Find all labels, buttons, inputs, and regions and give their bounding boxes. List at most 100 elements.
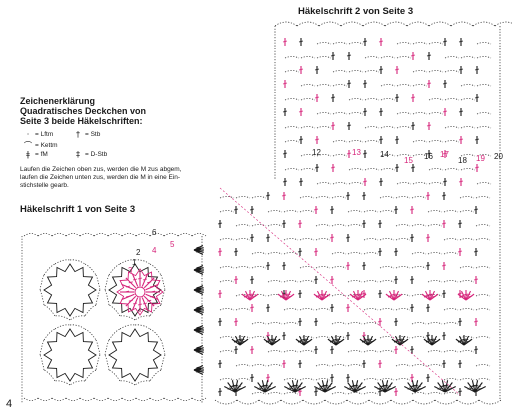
stitch-mark (227, 382, 236, 393)
stitch-mark (196, 267, 201, 270)
stitch-mark (282, 82, 288, 85)
stitch-mark (249, 293, 259, 301)
chain-arc (134, 380, 151, 386)
chain-arc (119, 315, 136, 321)
stitch-mark (137, 277, 143, 280)
chain-arc (315, 266, 331, 269)
stitch-mark (132, 278, 138, 281)
stitch-mark (336, 339, 341, 341)
corner-diagonal (219, 187, 461, 396)
stitch-mark (329, 348, 335, 351)
stitch-mark (457, 340, 463, 343)
chain-arc (267, 392, 283, 395)
chain-arc (475, 266, 491, 269)
chain-arc (331, 294, 347, 297)
stitch-mark (474, 138, 480, 141)
fm-icon: ǂ (26, 150, 30, 159)
stitch-mark (233, 340, 239, 343)
stitch-mark (458, 40, 464, 43)
chain-arc (331, 266, 347, 269)
stitch-mark (369, 340, 375, 343)
chain-arc (302, 399, 326, 405)
chain-arc (396, 112, 412, 115)
stitch-mark (357, 290, 364, 301)
stitch-mark (432, 339, 437, 341)
stitch-mark (264, 384, 269, 387)
chain-arc (315, 378, 331, 381)
chain-arc (363, 210, 379, 213)
stitch-mark (359, 295, 365, 298)
stitch-mark (243, 295, 249, 298)
stitch-mark (196, 249, 201, 252)
stitch-mark (361, 362, 367, 365)
stitch-mark (145, 283, 159, 291)
chain-arc (65, 397, 81, 401)
chain-arc (84, 369, 97, 382)
chain-arc (23, 397, 39, 401)
chain-arc (274, 21, 298, 27)
chain-arc (267, 252, 283, 255)
round-number: 3 (128, 266, 133, 275)
stitch-mark (298, 110, 304, 113)
stitch-mark (313, 208, 319, 211)
legend-heading: Zeichenerklärung (20, 96, 96, 106)
chain-arc (347, 350, 363, 353)
chain-arc (316, 154, 332, 157)
stitch-mark (264, 382, 273, 393)
stitch-mark (384, 380, 389, 393)
chain-arc (460, 126, 476, 129)
chain-arc (51, 397, 67, 401)
stitch-mark (409, 278, 415, 281)
stitch-mark (441, 362, 447, 365)
stitch-mark (400, 339, 405, 341)
stitch-mark (347, 387, 352, 390)
chain-arc (427, 364, 443, 367)
chain-arc (347, 392, 363, 395)
stitch-mark (442, 40, 448, 43)
stitch-mark (394, 166, 400, 169)
chain-arc (364, 140, 380, 143)
chain-arc (332, 182, 348, 185)
chain-arc (332, 42, 348, 45)
stitch-mark (315, 295, 321, 298)
chain-arc (121, 233, 137, 237)
round-number: 4 (152, 246, 157, 255)
stitch-mark (305, 340, 311, 343)
chain-arc (475, 294, 491, 297)
chain-arc (69, 380, 86, 386)
stitch-mark (465, 293, 475, 301)
stitch-mark (356, 385, 361, 388)
chain-arc (299, 378, 315, 381)
chain-arc (331, 364, 347, 367)
stitch-mark (196, 250, 201, 253)
stitch-mark (314, 138, 320, 141)
stitch-mark (345, 306, 351, 309)
legend-subtitle: Quadratisches Deckchen von Seite 3 beide… (20, 106, 147, 126)
chain-arc (315, 196, 331, 199)
chain-arc (364, 70, 380, 73)
stitch-mark (441, 292, 447, 295)
chain-arc (315, 294, 331, 297)
stitch-mark (272, 339, 277, 341)
chain-arc (219, 308, 235, 311)
stitch-mark (254, 386, 266, 393)
stitch-mark (141, 273, 149, 287)
chain-arc (427, 392, 443, 395)
chain-arc (460, 98, 476, 101)
stitch-mark (391, 338, 401, 346)
stitch-mark (427, 293, 433, 296)
stitch-mark (393, 340, 399, 343)
legend-item-fm: ǂ = fM (24, 150, 48, 159)
chain-arc (395, 364, 411, 367)
chain-arc (427, 210, 443, 213)
stitch-mark (125, 277, 137, 289)
stitch-mark (196, 306, 201, 309)
chain-arc (149, 263, 162, 276)
chain-arc (315, 238, 331, 241)
chain-arc (427, 322, 443, 325)
stitch-mark (393, 348, 399, 351)
stitch-mark (384, 384, 389, 387)
chain-arc (283, 280, 299, 283)
chain-arc (347, 294, 363, 297)
stitch-mark (298, 387, 303, 390)
